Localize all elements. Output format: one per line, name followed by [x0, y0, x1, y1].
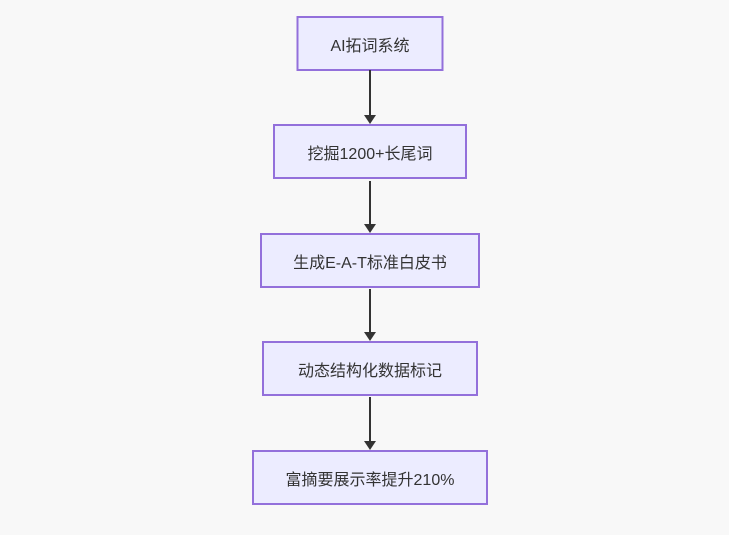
flow-node-label: AI拓词系统	[330, 37, 410, 55]
flow-node-rich-snippet-result: 富摘要展示率提升210%	[252, 450, 488, 505]
flow-node-ai-word-system: AI拓词系统	[296, 16, 444, 71]
arrow-down-icon	[364, 332, 376, 341]
arrow-line	[369, 181, 371, 226]
flow-node-label: 动态结构化数据标记	[297, 362, 442, 380]
flow-edge-1	[364, 70, 376, 124]
arrow-line	[369, 70, 371, 117]
flow-edge-3	[364, 289, 376, 341]
flow-node-structured-data: 动态结构化数据标记	[262, 341, 478, 396]
flow-edge-2	[364, 181, 376, 233]
flow-node-label: 生成E-A-T标准白皮书	[293, 254, 447, 272]
arrow-down-icon	[364, 224, 376, 233]
flow-node-label: 挖掘1200+长尾词	[307, 145, 433, 163]
flow-node-label: 富摘要展示率提升210%	[285, 471, 455, 489]
flow-edge-4	[364, 397, 376, 450]
arrow-down-icon	[364, 115, 376, 124]
flow-node-eat-whitepaper: 生成E-A-T标准白皮书	[260, 233, 480, 288]
flow-node-longtail-keywords: 挖掘1200+长尾词	[273, 124, 467, 179]
arrow-line	[369, 289, 371, 334]
arrow-line	[369, 397, 371, 443]
arrow-down-icon	[364, 441, 376, 450]
